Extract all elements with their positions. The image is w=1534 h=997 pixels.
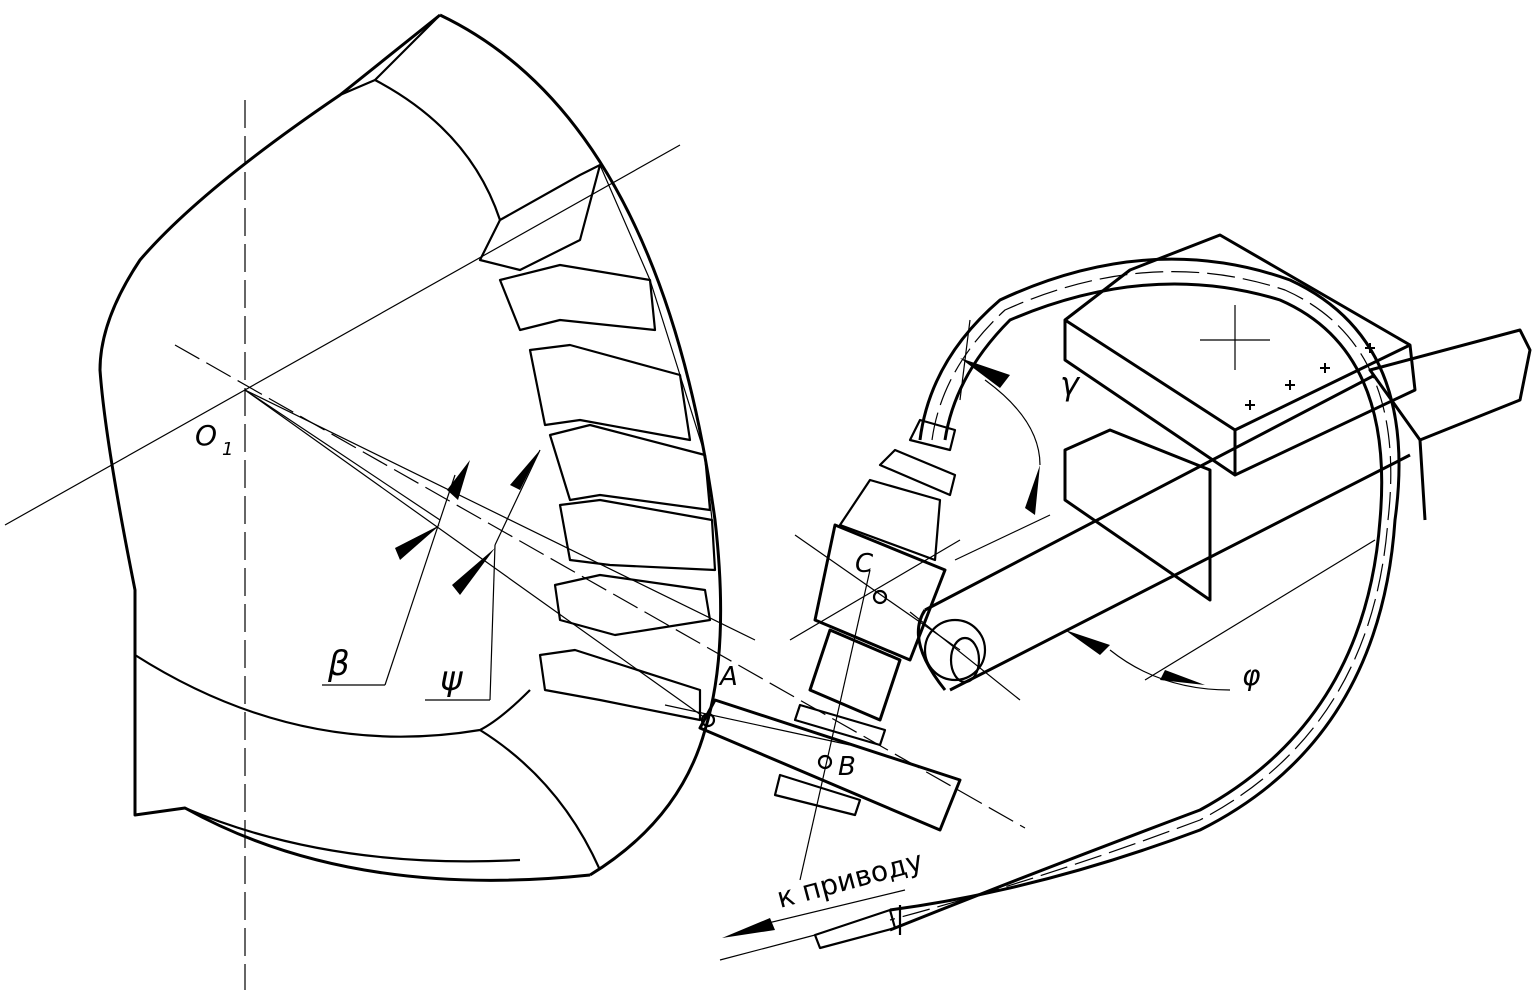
label-point-c: C — [855, 549, 874, 579]
plus-marks — [1245, 343, 1375, 410]
gamma-arc — [984, 379, 1041, 466]
label-center-sub: 1 — [222, 439, 233, 460]
phi-arc — [1109, 649, 1231, 691]
label-gamma: γ — [1060, 365, 1081, 403]
label-beta: β — [327, 644, 350, 684]
cable — [813, 257, 1401, 950]
label-point-a: A — [718, 662, 738, 692]
label-psi: ψ — [440, 659, 463, 699]
label-point-b: B — [838, 752, 856, 782]
dimension-arrows — [395, 358, 1205, 938]
sensor-c — [808, 418, 957, 722]
probe-b — [698, 698, 962, 832]
label-phi: φ — [1242, 659, 1261, 692]
gear-body — [98, 13, 723, 882]
label-to-drive: к приводу — [773, 844, 926, 915]
label-center-o1: O — [195, 419, 217, 452]
construction-lines — [4, 100, 1376, 990]
mount-assembly — [916, 233, 1532, 692]
